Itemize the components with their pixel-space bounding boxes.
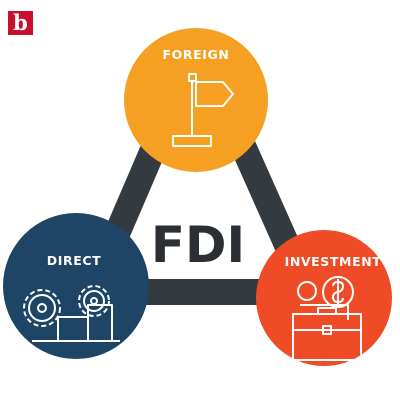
direct-circle — [3, 213, 149, 359]
direct-label: DIRECT — [47, 253, 102, 268]
triangle-connector — [79, 32, 321, 305]
investment-label: INVESTMENT — [285, 254, 382, 269]
gears-icon — [23, 285, 120, 342]
briefcase-money-icon — [292, 276, 362, 361]
signpost-icon — [172, 73, 234, 147]
center-label: FDI — [151, 216, 245, 274]
foreign-node: FOREIGN — [124, 28, 268, 172]
direct-node: DIRECT — [3, 213, 149, 359]
investment-node: INVESTMENT — [256, 230, 392, 366]
foreign-label: FOREIGN — [163, 47, 230, 62]
brand-logo: b — [8, 11, 33, 35]
